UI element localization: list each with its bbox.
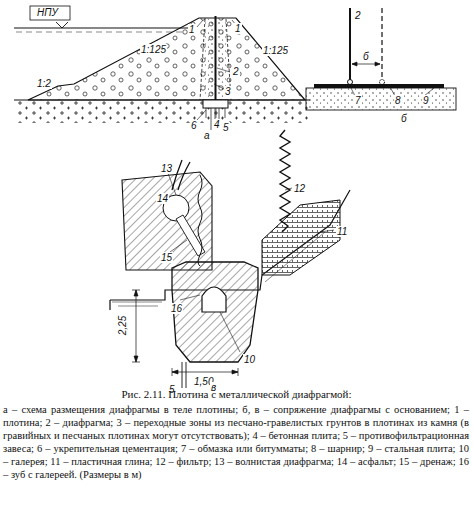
callout-number: 15 <box>160 252 173 263</box>
figure-caption: а – схема размещения диафрагмы в теле пл… <box>3 403 469 481</box>
callout-number: 11 <box>336 226 348 237</box>
callout-number: 4 <box>213 119 221 130</box>
callout-number: 6 <box>190 120 198 131</box>
callout-number: 16 <box>170 303 183 314</box>
callout-number: 10 <box>243 354 256 365</box>
dimension-label: 2,25 <box>117 315 128 336</box>
callout-number: 14 <box>156 193 169 204</box>
callout-number: 1 <box>188 24 196 35</box>
callout-number: 8 <box>394 95 402 106</box>
figure-letter: а <box>203 130 211 141</box>
slope-label: 1:2 <box>36 78 52 89</box>
figure-letter: б <box>400 113 408 124</box>
callout-number: 12 <box>293 183 306 194</box>
level-mark: НПУ <box>36 7 59 18</box>
callout-number: 13 <box>160 163 173 174</box>
slope-label: 1:125 <box>262 45 289 56</box>
dimension-label: б <box>362 51 370 62</box>
callout-number: 7 <box>354 95 362 106</box>
slope-label: 1:125 <box>140 44 167 55</box>
callout-number: 2 <box>232 66 240 77</box>
callout-number: 2 <box>354 10 362 21</box>
callout-number: 9 <box>422 95 430 106</box>
callout-number: 1 <box>234 23 242 34</box>
figure-title: Рис. 2.11. Плотина с металлической диафр… <box>0 388 473 401</box>
callout-number: 5 <box>222 122 230 133</box>
callout-number: 3 <box>224 86 232 97</box>
